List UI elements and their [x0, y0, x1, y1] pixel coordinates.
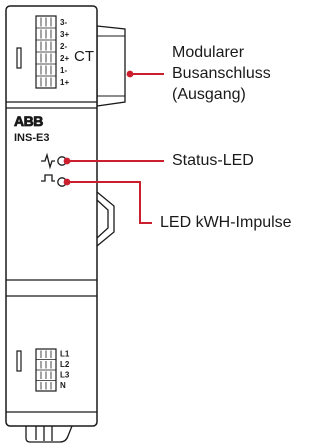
voltage-terminal-label-2: L3 [60, 371, 70, 380]
model-label: INS-E3 [14, 132, 49, 144]
ct-terminal-labels: 3- 3+ 2- 2+ 1- 1+ [60, 18, 69, 87]
abb-logo: ABB [14, 113, 43, 129]
side-slot-bottom [16, 350, 22, 372]
ct-terminal-label-2: 2- [60, 42, 67, 51]
voltage-terminal-label-3: N [60, 381, 66, 390]
square-pulse-icon [41, 174, 55, 182]
callout-bus-line-3: (Ausgang) [172, 86, 246, 103]
leader-bus [126, 70, 164, 78]
callout-bus-connector: Modularer Busanschluss (Ausgang) [172, 42, 271, 105]
side-latch [96, 191, 115, 247]
callout-bus-line-1: Modularer [172, 44, 245, 61]
device-body [5, 5, 98, 427]
ct-terminal-block [35, 15, 57, 89]
ct-terminal-label-4: 1- [60, 66, 67, 75]
panel-separators [6, 101, 97, 413]
bus-connector [96, 25, 126, 107]
callout-bus-line-2: Busanschluss [172, 65, 271, 82]
voltage-terminal-label-0: L1 [60, 350, 70, 359]
side-slot-top [16, 47, 22, 69]
voltage-terminal-block [35, 348, 57, 392]
ct-terminal-label-5: 1+ [60, 78, 69, 87]
din-rail-clip [25, 425, 73, 443]
callout-pulse-led: LED kWH-Impulse [160, 214, 292, 231]
callout-status-led: Status-LED [172, 152, 254, 169]
leader-pulse-led [63, 178, 152, 224]
voltage-terminal-label-1: L2 [60, 360, 70, 369]
leader-status-led [63, 157, 164, 165]
ct-terminal-label-0: 3- [60, 18, 67, 27]
ct-label: CT [74, 48, 94, 65]
ct-terminal-label-3: 2+ [60, 54, 69, 63]
power-wave-icon [41, 152, 55, 170]
ct-terminal-label-1: 3+ [60, 30, 69, 39]
